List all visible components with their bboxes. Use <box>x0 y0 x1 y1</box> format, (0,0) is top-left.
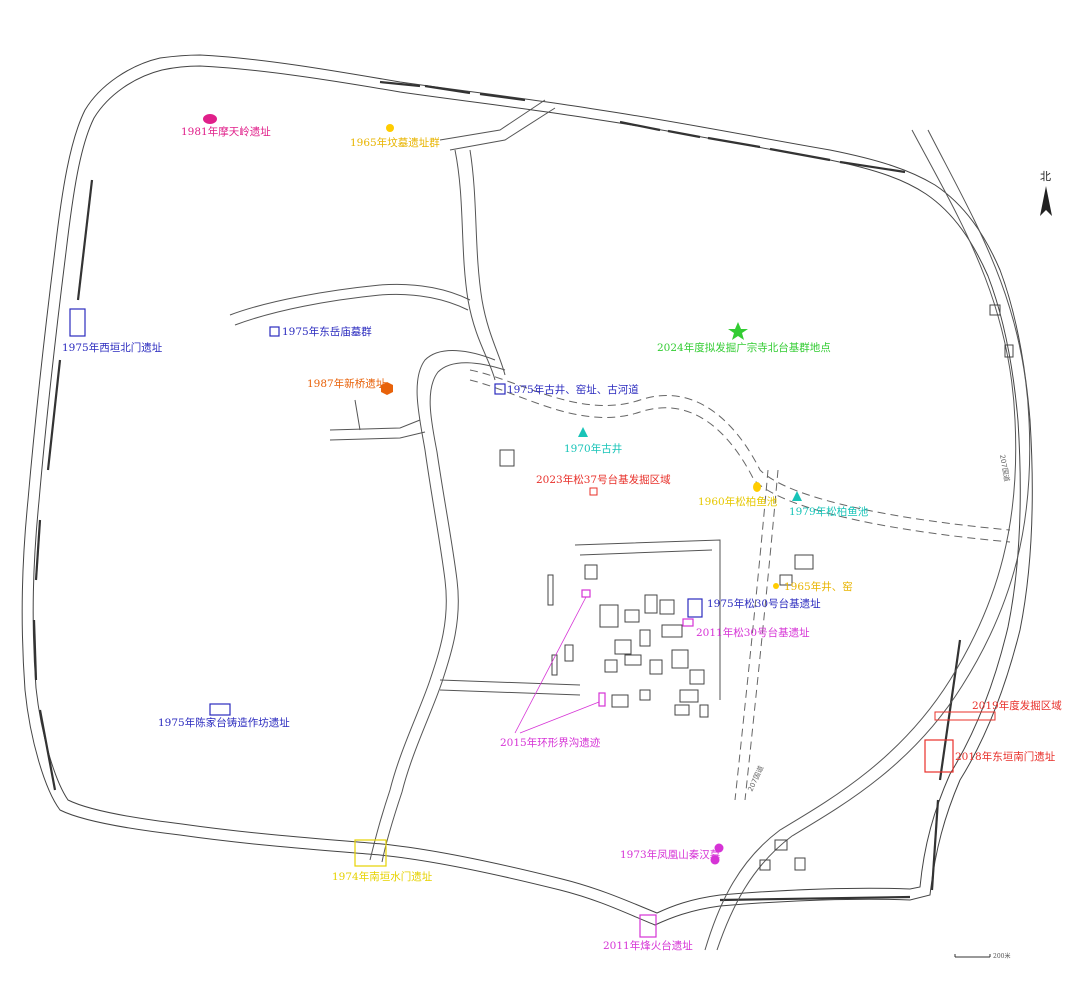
site-marker-gujing1975 <box>494 383 506 395</box>
site-marker-songbai1960 <box>753 482 761 492</box>
city-wall <box>21 54 1033 926</box>
label-dongyue: 1975年东岳庙墓群 <box>282 325 372 338</box>
label-gujing1970: 1970年古井 <box>564 442 622 455</box>
site-marker-huanxing <box>514 589 606 734</box>
label-moriling: 1981年摩天岭遗址 <box>181 125 271 138</box>
site-marker-shuimen <box>354 839 387 867</box>
label-dongnan2018: 2018年东垣南门遗址 <box>955 750 1056 763</box>
site-marker-song37 <box>589 487 598 496</box>
site-marker-xibei <box>69 308 86 337</box>
scale-bar: 200米 <box>954 952 1010 960</box>
label-song37: 2023年松37号台基发掘区域 <box>536 473 671 486</box>
label-songbai1960: 1960年松柏鱼池 <box>698 495 778 508</box>
site-marker-dongnan2018 <box>924 739 954 773</box>
label-xinqiao: 1987年新桥遗址 <box>307 377 387 390</box>
label-songbai1979: 1979年松柏鱼池 <box>789 505 869 518</box>
site-marker-songbai1979 <box>792 491 802 501</box>
wall-segments <box>32 80 962 902</box>
label-chenjiatai: 1975年陈家台铸造作坊遗址 <box>158 716 290 729</box>
north-arrow: 北 <box>1040 170 1052 216</box>
north-arrow-icon <box>1040 186 1052 216</box>
highway-207 <box>704 129 1031 951</box>
north-label: 北 <box>1040 170 1051 183</box>
site-marker-guangzong <box>728 322 748 340</box>
site-marker-dongyue <box>269 326 280 337</box>
site-marker-song30-1975 <box>687 598 703 618</box>
foundations <box>499 304 1014 871</box>
site-marker-fenghuo <box>639 914 657 938</box>
label-fenghuo: 2011年烽火台遗址 <box>603 939 693 952</box>
site-marker-huangxu <box>386 124 394 132</box>
label-fenghuang: 1973年凤凰山秦汉墓 <box>620 848 721 861</box>
site-labels: 1981年摩天岭遗址 1965年坟墓遗址群 1975年西垣北门遗址 1975年东… <box>62 125 1062 952</box>
label-dongnan2019: 2019年度发掘区域 <box>972 699 1062 712</box>
label-gujing1975: 1975年古井、窑址、古河道 <box>507 383 639 396</box>
label-song30-2011: 2011年松30号台基遗址 <box>696 626 810 639</box>
label-song30-1975: 1975年松30号台基遗址 <box>707 597 821 610</box>
site-marker-jing1965 <box>773 583 779 589</box>
site-marker-chenjiatai <box>209 703 231 716</box>
site-marker-xinqiao <box>381 382 393 395</box>
waterways <box>229 99 721 863</box>
site-marker-fenghuang <box>710 843 724 865</box>
dashed-roads <box>469 369 1011 801</box>
label-xibei: 1975年西垣北门遗址 <box>62 341 163 354</box>
site-marker-gujing1970 <box>578 427 588 437</box>
label-shuimen: 1974年南垣水门遗址 <box>332 870 433 883</box>
label-huangxu: 1965年坟墓遗址群 <box>350 136 440 149</box>
label-guangzong: 2024年度拟发掘广宗寺北台基群地点 <box>657 341 831 354</box>
site-markers <box>69 114 996 938</box>
site-marker-dongnan2019 <box>934 711 996 721</box>
road-label-207-north: 207国道 <box>998 454 1012 483</box>
label-jing1965: 1965年井、窑 <box>784 580 853 593</box>
scale-label: 200米 <box>993 952 1010 960</box>
site-marker-song30-2011 <box>682 618 694 627</box>
site-marker-moriling <box>203 114 217 124</box>
label-huanxing: 2015年环形界沟遗迹 <box>500 736 601 749</box>
